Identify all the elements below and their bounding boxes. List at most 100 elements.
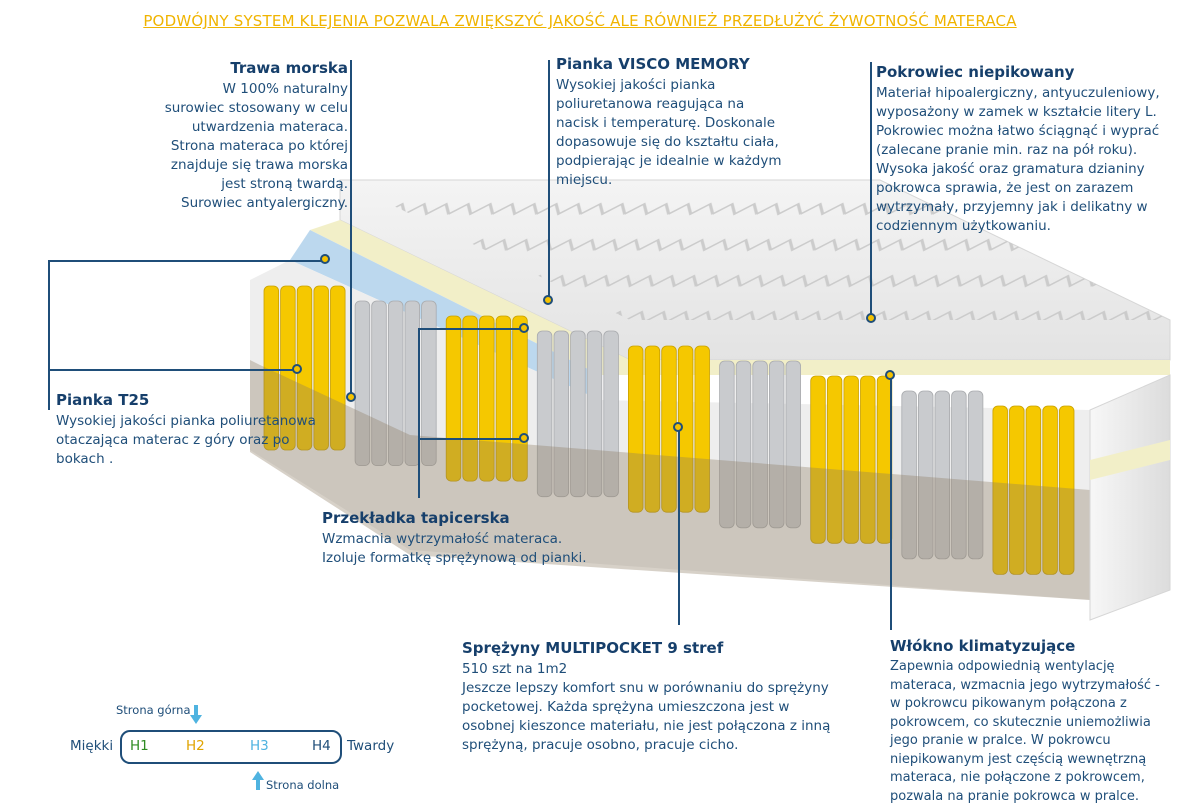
marker-przekladka-top (519, 323, 529, 333)
pokrowiec-line: Wysoka jakość oraz gramatura dzianiny (876, 161, 1145, 177)
connector-t25 (48, 260, 50, 410)
wlokno-line: niepikowanym jest częścią wewnętrzną (890, 751, 1147, 767)
visco-title: Pianka VISCO MEMORY (556, 55, 750, 73)
wlokno-line: jego pranie w pralce. W pokrowcu (890, 733, 1111, 748)
pocket-spring (934, 390, 951, 560)
visco-line: Wysokiej jakości pianka (556, 77, 716, 93)
pokrowiec-title: Pokrowiec niepikowany (876, 63, 1075, 81)
pocket-spring (785, 360, 802, 529)
wlokno-title: Włókno klimatyzujące (890, 637, 1076, 655)
seagrass-layer (250, 360, 1090, 600)
visco-block: Pianka VISCO MEMORY Wysokiej jakości pia… (556, 54, 856, 190)
t25-title: Pianka T25 (56, 391, 150, 409)
pocket-spring (1042, 405, 1058, 575)
marker-wlokno (885, 370, 895, 380)
marker-t25-bottom (292, 364, 302, 374)
pocket-spring (810, 375, 826, 544)
sprezyny-block: Sprężyny MULTIPOCKET 9 stref 510 szt na … (462, 638, 862, 755)
connector-t25-top (48, 260, 326, 262)
pocket-spring (992, 405, 1008, 575)
pokrowiec-line: wyposażony w zamek w kształcie litery L. (876, 104, 1157, 120)
pocket-spring (735, 360, 752, 529)
pokrowiec-block: Pokrowiec niepikowany Materiał hipoalerg… (876, 62, 1196, 236)
pocket-spring (769, 360, 785, 529)
connector-visco (548, 60, 550, 300)
connector-t25-bottom (48, 369, 298, 371)
pokrowiec-line: codziennym użytkowaniu. (876, 218, 1051, 234)
scale-item-h1: H1 (130, 738, 149, 754)
pokrowiec-line: (zalecane pranie min. raz na pół roku). (876, 142, 1138, 158)
t25-line: otaczająca materac z góry oraz po (56, 432, 290, 448)
wlokno-line: w pokrowcu pikowanym połączona z (890, 696, 1127, 711)
przekladka-line: Izoluje formatkę sprężynową od pianki. (322, 550, 587, 566)
sprezyny-line: 510 szt na 1m2 (462, 661, 568, 677)
pocket-spring (1009, 405, 1025, 575)
marker-visco (543, 295, 553, 305)
pocket-spring (570, 330, 586, 498)
trawa-title: Trawa morska (230, 59, 348, 77)
wlokno-block: Włókno klimatyzujące Zapewnia odpowiedni… (890, 636, 1195, 806)
wlokno-line: materaca, wzmacnia jego wytrzymałość - (890, 677, 1160, 693)
wlokno-line: materaca, nie połączone z pokrowcem, (890, 770, 1145, 785)
marker-t25-top (320, 254, 330, 264)
trawa-line: jest stroną twardą. (221, 176, 348, 192)
scale-item-h2: H2 (186, 738, 205, 754)
pocket-spring (967, 390, 984, 560)
pokrowiec-line: pokrowca sprawia, że jest on zarazem (876, 180, 1134, 196)
visco-line: nacisk i temperaturę. Doskonale (556, 115, 776, 131)
pocket-spring (901, 390, 917, 560)
przekladka-title: Przekładka tapicerska (322, 509, 510, 527)
pocket-spring (860, 375, 876, 544)
pocket-spring (826, 375, 843, 544)
visco-line: poliuretanowa reagująca na (556, 96, 745, 112)
connector-przekladka (418, 328, 420, 498)
pocket-spring (371, 300, 387, 467)
sprezyny-line: sprężyną, pracuje osobno, pracuje cicho. (462, 737, 739, 753)
pocket-spring (553, 330, 570, 498)
pocket-spring (951, 390, 967, 560)
scale-right-label: Twardy (347, 738, 395, 754)
pocket-spring (918, 390, 934, 560)
przekladka-block: Przekładka tapicerska Wzmacnia wytrzymał… (322, 508, 642, 568)
connector-trawa (350, 60, 352, 397)
scale-bottom-side-label: Strona dolna (266, 778, 340, 792)
pocket-spring (536, 330, 553, 498)
wlokno-line: Zapewnia odpowiednią wentylację (890, 659, 1115, 674)
t25-line: bokach . (56, 451, 114, 467)
pocket-spring (752, 360, 768, 529)
arrow-down-icon (190, 705, 202, 724)
headline: PODWÓJNY SYSTEM KLEJENIA POZWALA ZWIĘKSZ… (143, 12, 1017, 30)
sprezyny-line: pocketowej. Każda sprężyna umieszczona j… (462, 699, 790, 715)
pocket-spring (603, 330, 619, 498)
connector-pokrowiec (870, 62, 872, 317)
pokrowiec-line: Pokrowiec można łatwo ściągnąć i wyprać (876, 123, 1160, 139)
marker-sprezyny (673, 422, 683, 432)
pocket-spring (586, 330, 603, 498)
pocket-spring (843, 375, 859, 544)
sprezyny-title: Sprężyny MULTIPOCKET 9 stref (462, 639, 724, 657)
pocket-spring (330, 285, 346, 451)
marker-przekladka-bottom (519, 433, 529, 443)
scale-top-side-label: Strona górna (116, 703, 191, 717)
trawa-line: Surowiec antyalergiczny. (181, 195, 348, 211)
connector-przekladka-top (418, 328, 524, 330)
scale-item-h3: H3 (250, 738, 269, 754)
t25-line: Wysokiej jakości pianka poliuretanowa (56, 413, 316, 429)
marker-pokrowiec (866, 313, 876, 323)
visco-line: podpierając je idealnie w każdym (556, 153, 782, 169)
pocket-spring (1025, 405, 1042, 575)
pocket-spring (313, 285, 329, 451)
marker-trawa (346, 392, 356, 402)
pocket-spring (719, 360, 735, 529)
wlokno-line: pozwala na pranie pokrowca w pralce. (890, 788, 1140, 804)
trawa-line: surowiec stosowany w celu (164, 100, 348, 116)
wlokno-line: pokrowcem, co skutecznie uniemożliwia (890, 714, 1151, 730)
visco-line: dopasowuje się do kształtu ciała, (556, 134, 779, 150)
t25-block: Pianka T25 Wysokiej jakości pianka poliu… (56, 390, 356, 469)
connector-przekladka-bottom (418, 438, 524, 440)
pocket-spring (627, 345, 644, 513)
pocket-spring (387, 300, 404, 467)
pocket-spring (694, 345, 710, 513)
connector-wlokno (890, 375, 892, 630)
pocket-spring (354, 300, 371, 467)
